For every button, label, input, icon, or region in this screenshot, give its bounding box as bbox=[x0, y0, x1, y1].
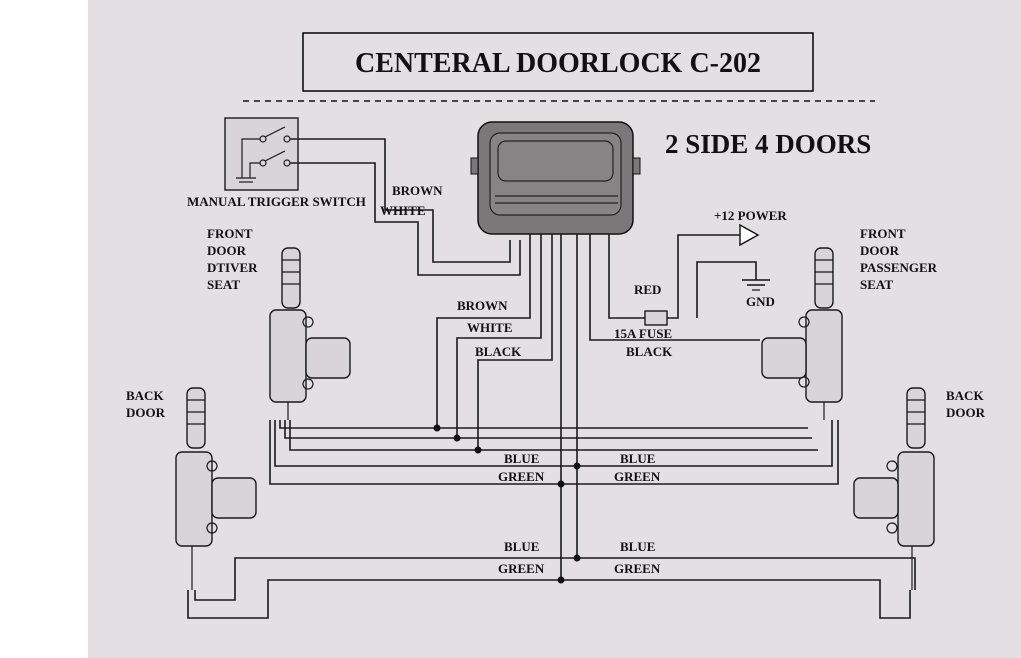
label-back-right: BACK DOOR bbox=[946, 388, 986, 420]
label-brown-switch: BROWN bbox=[392, 183, 443, 198]
label-black: BLACK bbox=[475, 344, 522, 359]
svg-text:DOOR: DOOR bbox=[207, 243, 247, 258]
power-label: +12 POWER bbox=[714, 208, 787, 223]
actuator-back-right bbox=[853, 387, 935, 590]
fuse-label: 15A FUSE bbox=[614, 326, 672, 341]
wire-power bbox=[667, 234, 740, 319]
label-white: WHITE bbox=[467, 320, 513, 335]
svg-text:BACK: BACK bbox=[126, 388, 164, 403]
label-blue-back-right: BLUE bbox=[620, 539, 655, 554]
svg-text:DOOR: DOOR bbox=[860, 243, 900, 258]
wire-brown-switch bbox=[290, 138, 511, 263]
diagram-title: CENTERAL DOORLOCK C-202 bbox=[355, 48, 761, 79]
wire-white-bus bbox=[456, 234, 542, 438]
label-black-right: BLACK bbox=[626, 344, 673, 359]
svg-text:BACK: BACK bbox=[946, 388, 984, 403]
paper bbox=[88, 0, 1021, 658]
bus-blue-front bbox=[274, 420, 833, 467]
actuator-front-passenger bbox=[761, 247, 843, 420]
wire-black-right bbox=[589, 234, 760, 341]
diagram-subtitle: 2 SIDE 4 DOORS bbox=[665, 129, 871, 159]
label-green-front-left: GREEN bbox=[498, 469, 545, 484]
svg-text:SEAT: SEAT bbox=[860, 277, 893, 292]
svg-text:PASSENGER: PASSENGER bbox=[860, 260, 938, 275]
label-white-switch: WHITE bbox=[380, 203, 426, 218]
scan-margin bbox=[0, 0, 88, 658]
label-front-driver: FRONT DOOR DTIVER SEAT bbox=[207, 226, 258, 292]
gnd-label: GND bbox=[746, 294, 775, 309]
manual-trigger-switch bbox=[224, 117, 299, 191]
svg-text:DOOR: DOOR bbox=[946, 405, 986, 420]
label-red: RED bbox=[634, 282, 661, 297]
label-green-back-right: GREEN bbox=[614, 561, 661, 576]
bus-blue-back bbox=[194, 557, 916, 601]
bus-green-front bbox=[269, 420, 839, 485]
title-box bbox=[302, 32, 814, 92]
bus-line-3 bbox=[289, 420, 818, 451]
bus-line-1 bbox=[279, 420, 808, 429]
svg-text:DTIVER: DTIVER bbox=[207, 260, 258, 275]
label-blue-back-left: BLUE bbox=[504, 539, 539, 554]
label-green-front-right: GREEN bbox=[614, 469, 661, 484]
label-green-back-left: GREEN bbox=[498, 561, 545, 576]
actuator-back-left bbox=[175, 387, 257, 590]
actuator-front-driver bbox=[269, 247, 351, 420]
svg-text:FRONT: FRONT bbox=[207, 226, 253, 241]
fuse bbox=[644, 310, 668, 326]
wire-ground bbox=[696, 261, 757, 318]
wire-black-bus bbox=[477, 234, 553, 450]
label-blue-front-right: BLUE bbox=[620, 451, 655, 466]
bus-green-back bbox=[187, 579, 911, 619]
switch-label: MANUAL TRIGGER SWITCH bbox=[187, 194, 366, 209]
svg-text:DOOR: DOOR bbox=[126, 405, 166, 420]
label-front-passenger: FRONT DOOR PASSENGER SEAT bbox=[860, 226, 938, 292]
wire-white-switch bbox=[290, 162, 521, 276]
control-module bbox=[470, 121, 641, 235]
svg-text:SEAT: SEAT bbox=[207, 277, 240, 292]
label-back-left: BACK DOOR bbox=[126, 388, 166, 420]
wire-red-fuse bbox=[608, 234, 645, 319]
bus-line-2 bbox=[284, 420, 812, 439]
svg-text:FRONT: FRONT bbox=[860, 226, 906, 241]
power-arrow bbox=[739, 223, 760, 247]
label-brown: BROWN bbox=[457, 298, 508, 313]
label-blue-front-left: BLUE bbox=[504, 451, 539, 466]
junction-dots bbox=[433, 424, 581, 584]
wire-brown-bus bbox=[436, 234, 531, 428]
